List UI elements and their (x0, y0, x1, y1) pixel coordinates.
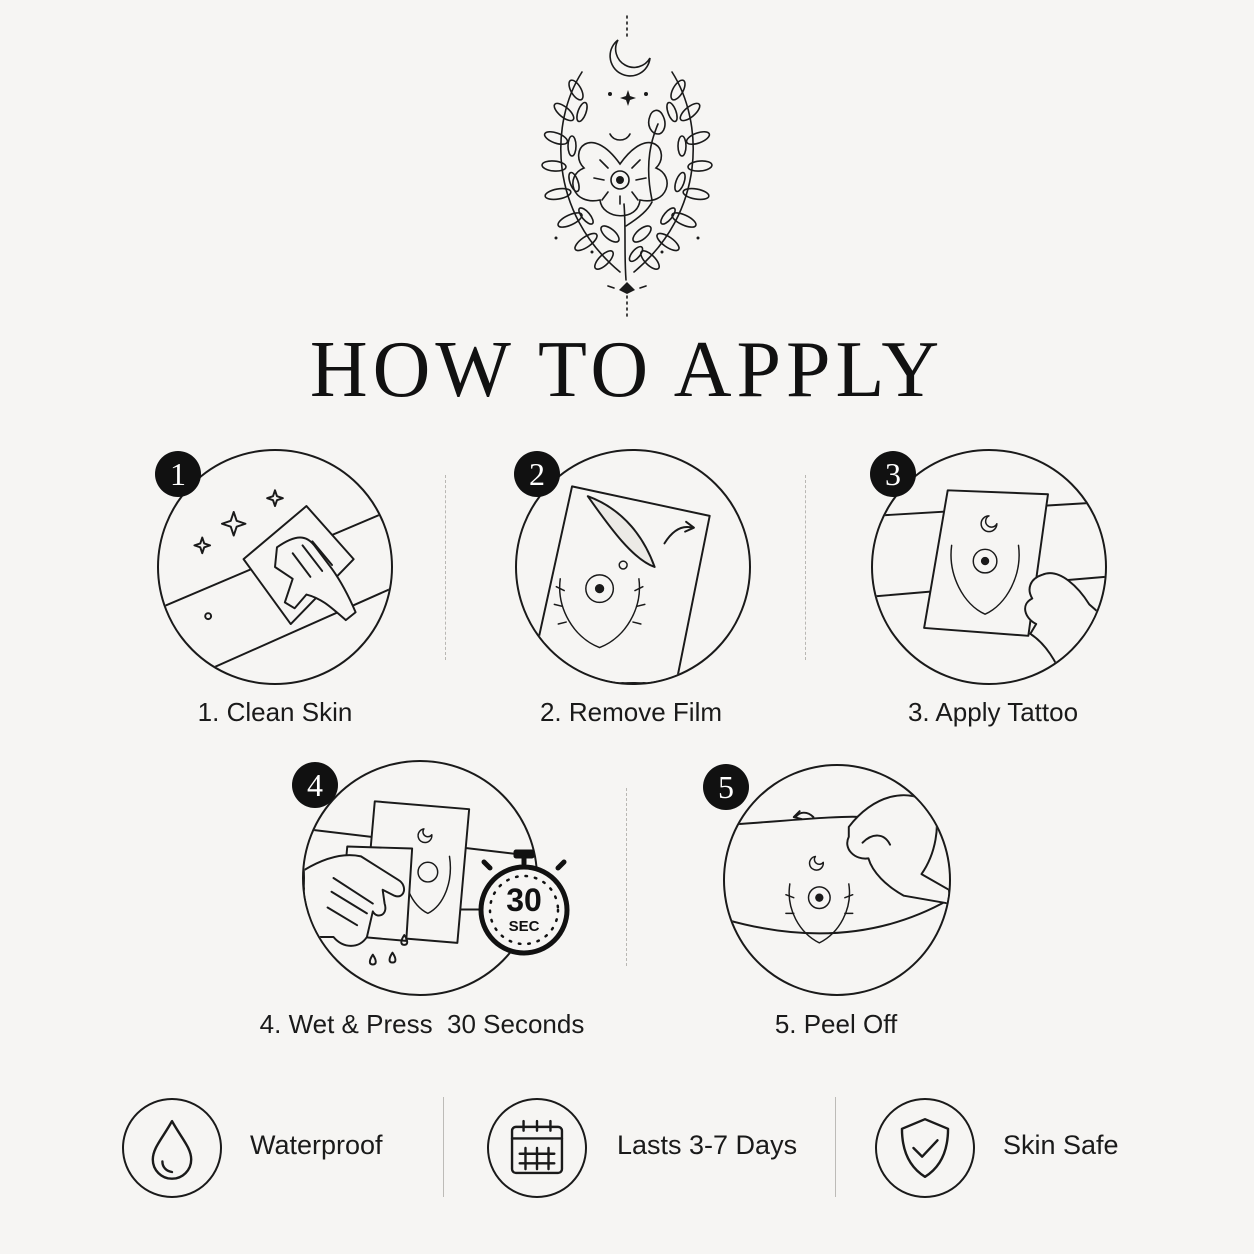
step-2-label: 2. Remove Film (539, 697, 723, 727)
step-4-illustration (302, 760, 538, 996)
step-3-label: 3. Apply Tattoo (907, 697, 1079, 727)
step-4-number-badge: 4 (292, 762, 338, 808)
step-3-number-badge: 3 (870, 451, 916, 497)
skin-safe-label: Skin Safe (1003, 1130, 1119, 1160)
step-2-number-badge: 2 (514, 451, 560, 497)
step-4-label: 4. Wet & Press 30 Seconds (259, 1009, 585, 1039)
step-divider (805, 475, 806, 660)
step-5-label: 5. Peel Off (774, 1009, 898, 1039)
step-divider (445, 475, 446, 660)
stopwatch-icon (476, 848, 572, 956)
floral-emblem-logo (520, 12, 734, 324)
timer-unit: SEC (508, 918, 540, 935)
step-1-number-badge: 1 (155, 451, 201, 497)
step-1-illustration (157, 449, 393, 685)
step-5-number-badge: 5 (703, 764, 749, 810)
duration-badge (487, 1098, 587, 1198)
step-1-label: 1. Clean Skin (197, 697, 353, 727)
step-divider (626, 788, 627, 966)
feature-divider (443, 1097, 444, 1197)
duration-label: Lasts 3-7 Days (617, 1130, 798, 1160)
calendar-icon (510, 1119, 564, 1175)
waterproof-label: Waterproof (250, 1130, 383, 1160)
page-title: HOW TO APPLY (309, 326, 945, 414)
shield-check-icon (900, 1118, 950, 1178)
timer-value: 30 (506, 882, 542, 918)
step-5-illustration (723, 764, 951, 996)
skin-safe-badge (875, 1098, 975, 1198)
water-drop-icon (151, 1119, 193, 1180)
feature-divider (835, 1097, 836, 1197)
waterproof-badge (122, 1098, 222, 1198)
